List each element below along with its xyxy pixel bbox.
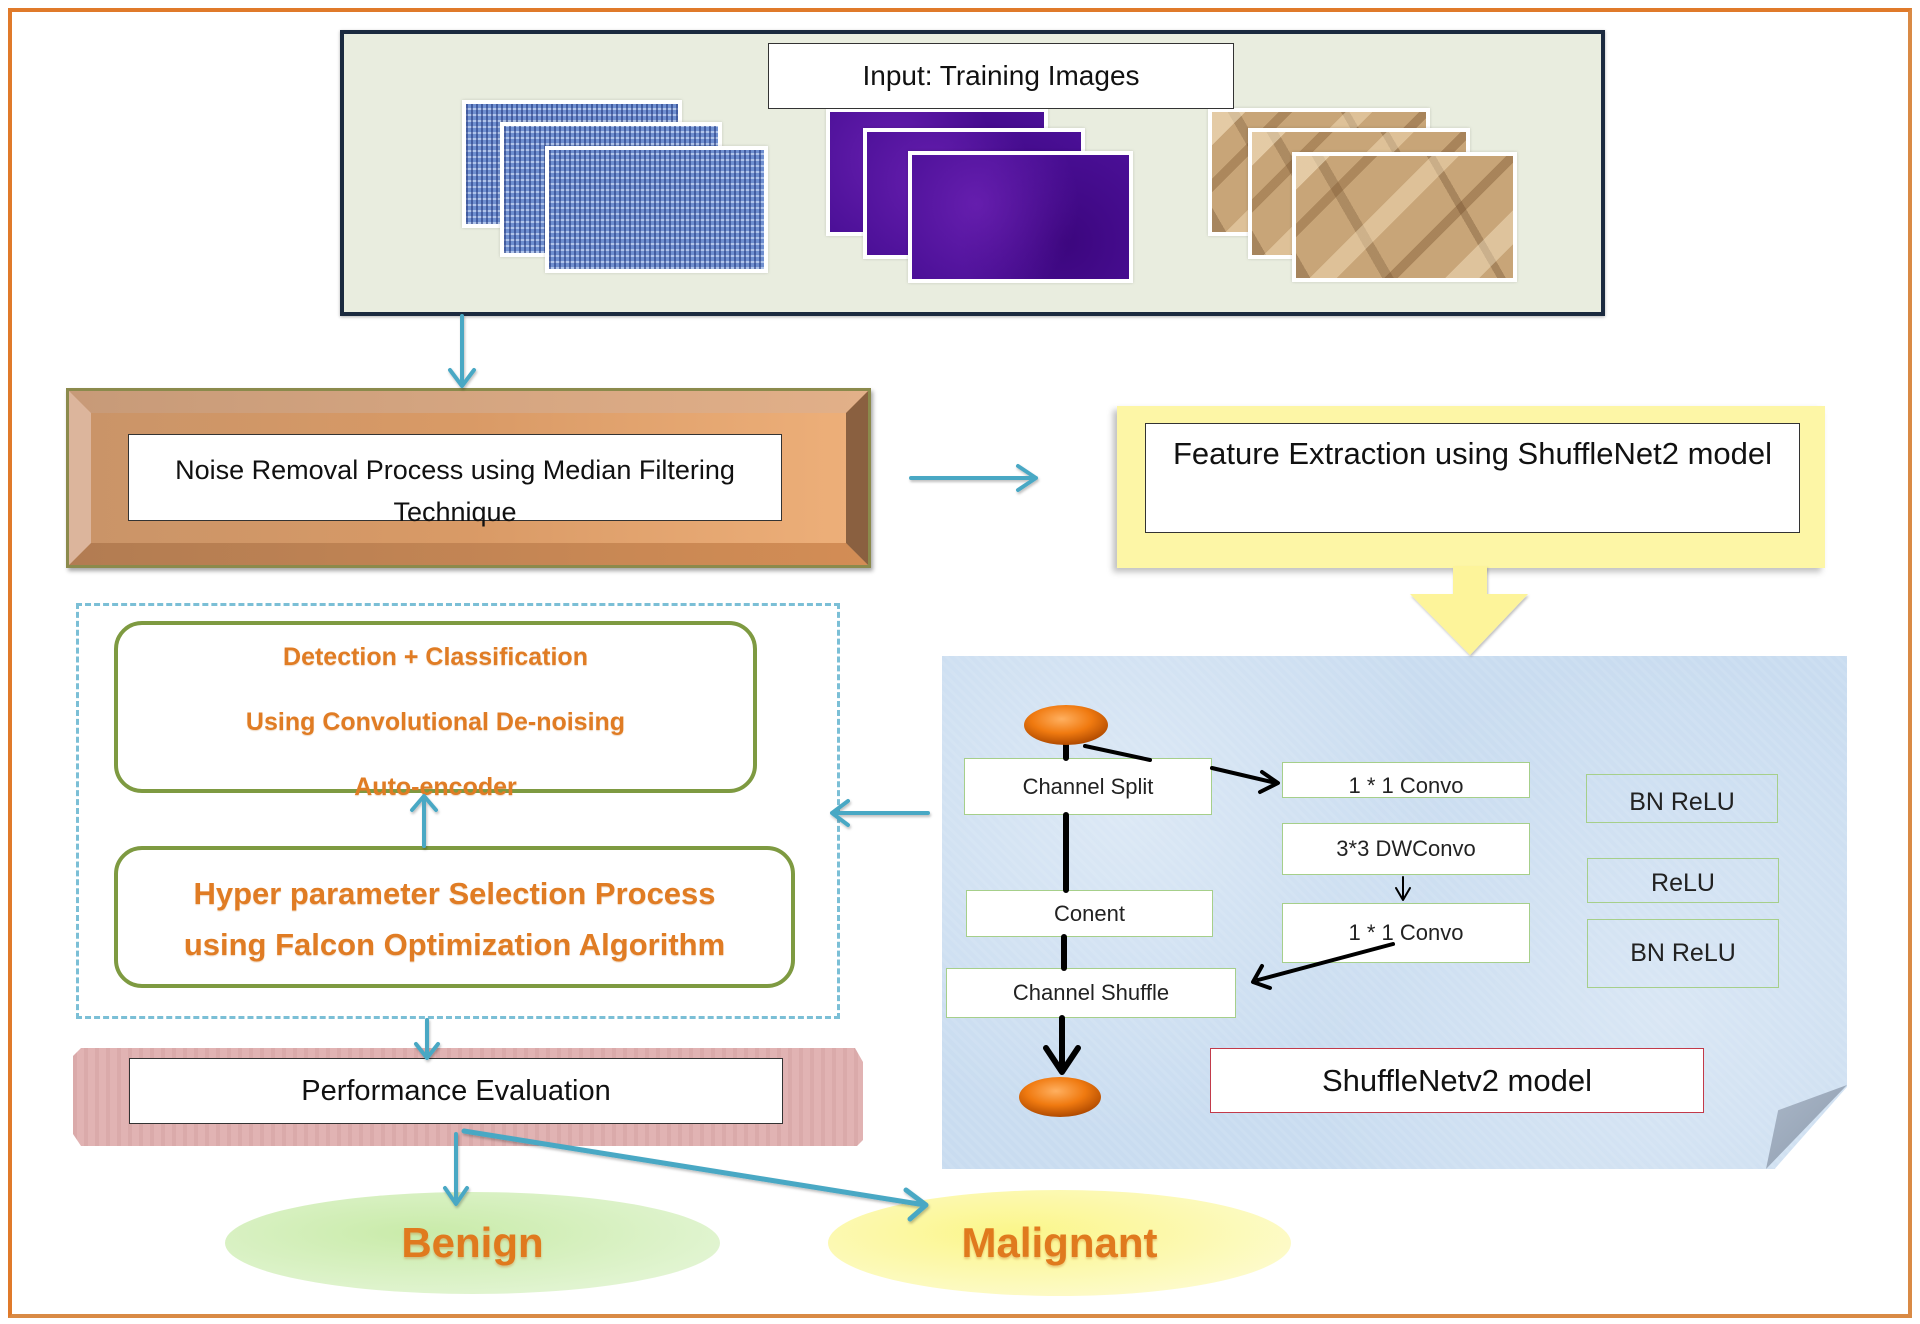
detection-line-3: Auto-encoder bbox=[354, 773, 517, 801]
bn-relu-box-1: BN ReLU bbox=[1586, 774, 1778, 823]
conv1x1-box-1: 1 * 1 Convo bbox=[1282, 762, 1530, 798]
benign-outcome: Benign bbox=[225, 1192, 720, 1294]
channel-shuffle-box: Channel Shuffle bbox=[946, 968, 1236, 1018]
relu-box: ReLU bbox=[1587, 858, 1779, 903]
noise-removal-label: Noise Removal Process using Median Filte… bbox=[128, 434, 782, 527]
purple-texture-image-3 bbox=[908, 151, 1133, 283]
feature-extraction-label: Feature Extraction using ShuffleNet2 mod… bbox=[1145, 423, 1800, 533]
bn-relu-box-2: BN ReLU bbox=[1587, 919, 1779, 988]
detection-classification-box: Detection + Classification Using Convolu… bbox=[114, 621, 757, 801]
hyperparameter-selection-box: Hyper parameter Selection Process using … bbox=[114, 846, 795, 988]
malignant-outcome: Malignant bbox=[828, 1190, 1291, 1296]
paper-texture-image-3 bbox=[1292, 152, 1517, 282]
channel-split-box: Channel Split bbox=[964, 758, 1212, 815]
outer-frame bbox=[8, 8, 1912, 1318]
concat-box: Conent bbox=[966, 890, 1213, 937]
shufflenet-model-label: ShuffleNetv2 model bbox=[1210, 1048, 1704, 1113]
blue-texture-image-3 bbox=[545, 146, 768, 273]
conv1x1-box-2: 1 * 1 Convo bbox=[1282, 903, 1530, 963]
detection-line-1: Detection + Classification bbox=[283, 643, 588, 671]
dwconv3x3-box: 3*3 DWConvo bbox=[1282, 823, 1530, 875]
performance-evaluation-label: Performance Evaluation bbox=[129, 1058, 783, 1124]
detection-line-2: Using Convolutional De-noising bbox=[245, 708, 626, 736]
hyperparameter-line-2: using Falcon Optimization Algorithm bbox=[183, 927, 726, 962]
input-training-images-label: Input: Training Images bbox=[768, 43, 1234, 109]
hyperparameter-line-1: Hyper parameter Selection Process bbox=[193, 876, 716, 911]
